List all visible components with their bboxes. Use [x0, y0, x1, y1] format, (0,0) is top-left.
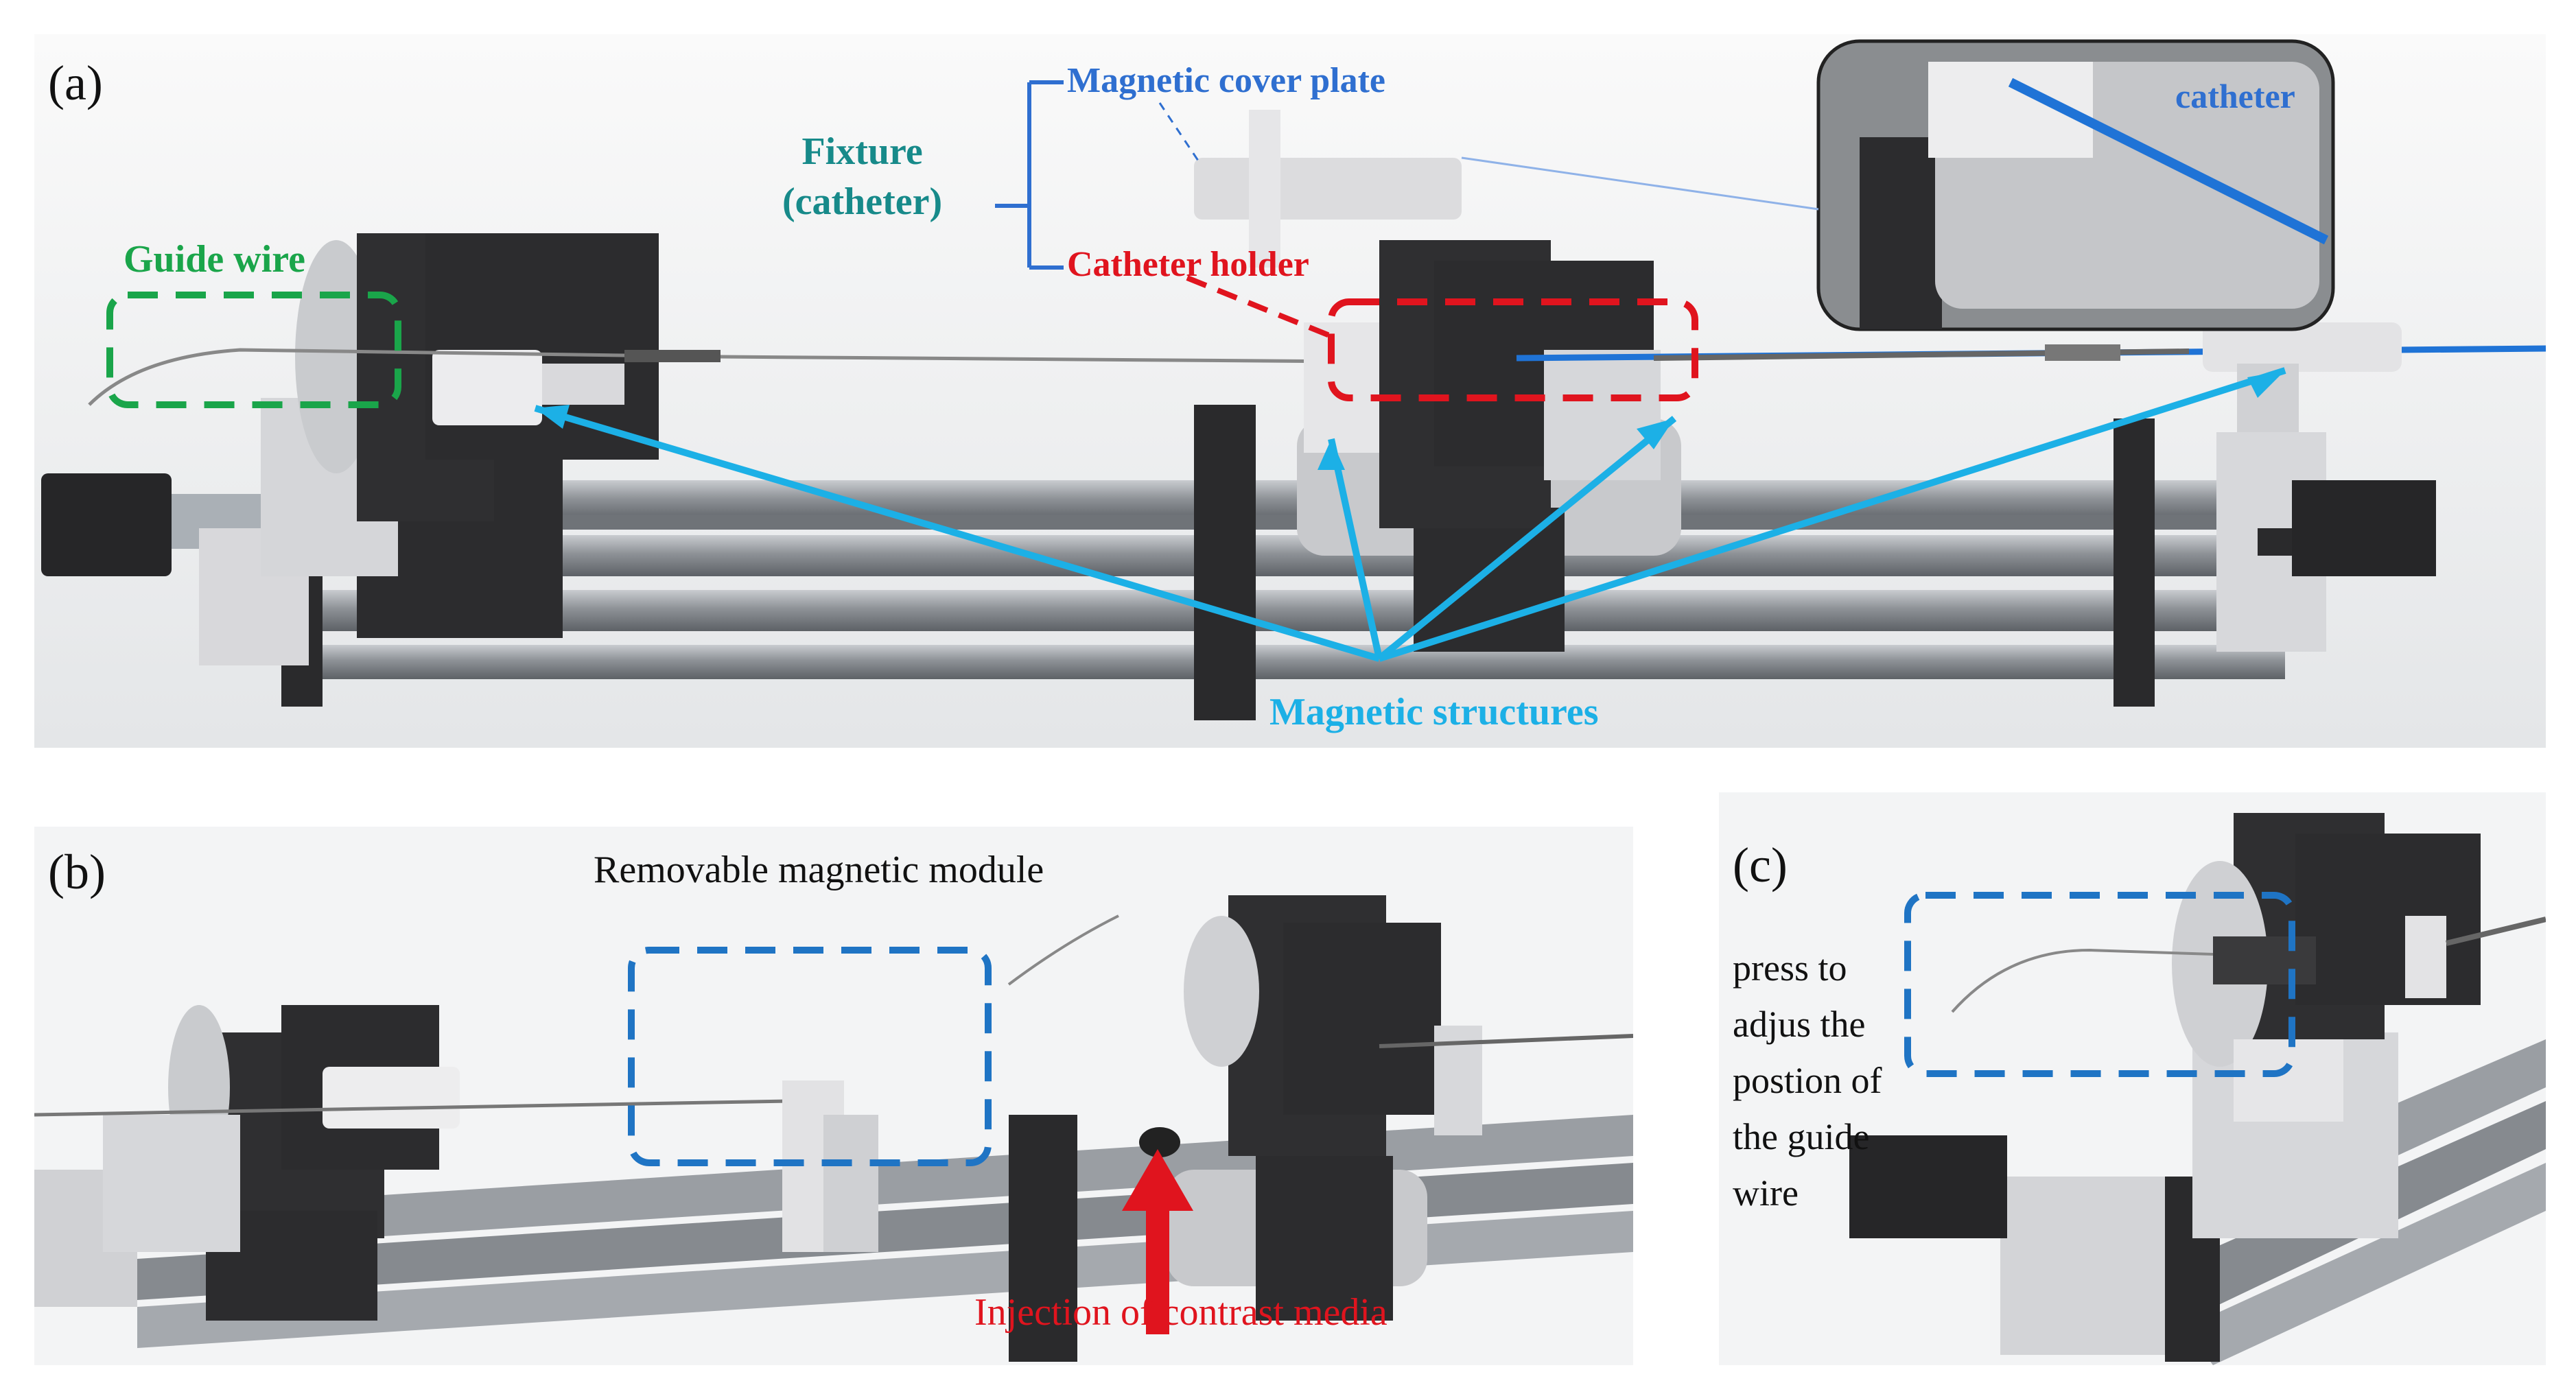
adjust-note-line: the guide: [1733, 1116, 1870, 1157]
fixture-label-line1: Fixture: [801, 130, 923, 173]
injection-arrow: [1122, 1149, 1193, 1334]
adjust-highlight: [1904, 892, 2295, 1077]
guide-wire: [88, 348, 1442, 406]
guide-wire-carriage: [103, 1005, 460, 1321]
center-divider: [1009, 1115, 1077, 1362]
injection-label: Injection of contrast media: [974, 1291, 1387, 1334]
adjust-note-line: wire: [1733, 1172, 1799, 1214]
magnetic-structure-arrows: [534, 367, 2286, 662]
catheter-holder-highlight: [1328, 298, 1698, 401]
adjust-note-line: postion of: [1733, 1060, 1882, 1101]
end-plate-right: [2114, 418, 2155, 707]
panel-c-illustration: [1719, 792, 2546, 1365]
panel-b-illustration: [34, 827, 1633, 1365]
center-divider: [1194, 405, 1256, 720]
panel-a: (a) Guide wire Fixture (catheter) Magnet…: [34, 34, 2546, 748]
magnetic-cover-plate-label: Magnetic cover plate: [1067, 61, 1385, 100]
catheter-carriage: [1167, 895, 1482, 1321]
catheter-carriage: [1297, 240, 1681, 652]
linear-rail: [295, 480, 2285, 679]
panel-c: (c) press to adjus the postion of the gu…: [1719, 792, 2546, 1365]
removable-module-label: Removable magnetic module: [594, 849, 1044, 891]
adjust-note-line: press to: [1733, 947, 1847, 989]
injection-port: [1139, 1127, 1180, 1157]
fixture-label-line2: (catheter): [782, 180, 943, 223]
guide-wire: [1951, 948, 2214, 1013]
guide-wire-highlight: [106, 292, 401, 408]
magnetic-structures-label: Magnetic structures: [1269, 691, 1599, 733]
removable-module-highlight: [628, 947, 992, 1166]
left-stepper-motor: [41, 473, 172, 576]
catheter-label: catheter: [2175, 77, 2295, 115]
right-fixture: [2203, 322, 2436, 652]
adjust-note-line: adjus the: [1733, 1004, 1866, 1045]
panel-a-illustration: [34, 34, 2546, 748]
catheter-inset: [1816, 39, 2335, 331]
fixture-label: Fixture (catheter): [782, 127, 942, 227]
guide-wire-carriage: [2172, 813, 2481, 1238]
adjust-note: press to adjus the postion of the guide …: [1733, 940, 1882, 1221]
catheter-holder-label: Catheter holder: [1067, 245, 1309, 284]
panel-b-label: (b): [48, 844, 106, 899]
panel-a-label: (a): [48, 56, 103, 110]
fixture-bracket: [995, 80, 1064, 270]
guide-wire-carriage: [261, 233, 659, 638]
panel-c-label: (c): [1733, 838, 1788, 893]
stepper-motor: [1849, 1135, 2007, 1238]
guide-wire-label: Guide wire: [124, 238, 305, 281]
magnetic-cover-plate-part: [1194, 158, 1462, 220]
panel-b: (b) Removable magnetic module Injection …: [34, 827, 1633, 1365]
